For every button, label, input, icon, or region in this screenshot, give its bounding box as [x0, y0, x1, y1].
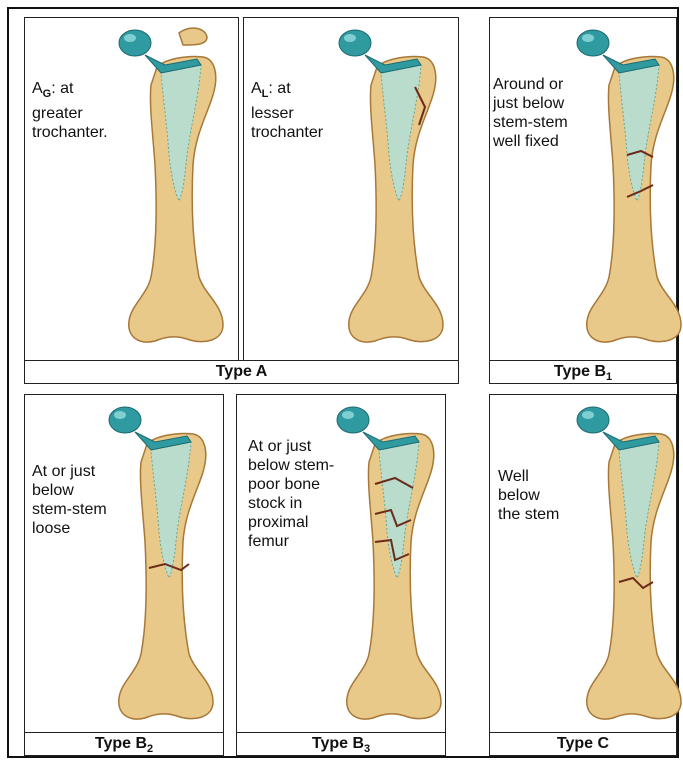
- femur-b3-illustration: [313, 392, 463, 732]
- label-al-main: A: [251, 80, 262, 97]
- caption-type-b1-text: Type B: [554, 363, 606, 380]
- femur-b1-illustration: [553, 15, 683, 355]
- prosthesis-head-highlight: [124, 34, 136, 42]
- caption-type-b2-sub: 2: [147, 743, 153, 755]
- caption-type-b1-sub: 1: [606, 371, 612, 383]
- caption-type-c: Type C: [489, 732, 677, 756]
- label-al: AL: at lesser trochanter: [251, 79, 323, 142]
- femur-c-illustration: [553, 392, 683, 732]
- label-b3: At or just below stem- poor bone stock i…: [248, 437, 334, 551]
- prosthesis-head: [577, 407, 609, 433]
- caption-type-b2: Type B2: [24, 732, 224, 756]
- prosthesis-head: [577, 30, 609, 56]
- prosthesis-head-highlight: [342, 411, 354, 419]
- trochanter-fragment: [179, 28, 207, 45]
- prosthesis-head: [337, 407, 369, 433]
- label-c: Well below the stem: [498, 467, 559, 524]
- label-ag-sub: G: [43, 88, 52, 100]
- caption-type-a: Type A: [24, 360, 459, 384]
- femur-ag-illustration: [95, 15, 245, 355]
- prosthesis-head-highlight: [114, 411, 126, 419]
- caption-type-b1: Type B1: [489, 360, 677, 384]
- caption-type-b2-text: Type B: [95, 735, 147, 752]
- femur-b2-illustration: [85, 392, 235, 732]
- caption-type-b3: Type B3: [236, 732, 446, 756]
- label-b2: At or just below stem-stem loose: [32, 462, 107, 538]
- label-b1: Around or just below stem-stem well fixe…: [493, 75, 568, 151]
- prosthesis-head: [109, 407, 141, 433]
- caption-type-a-text: Type A: [216, 363, 268, 380]
- prosthesis-head-highlight: [582, 34, 594, 42]
- label-ag-main: A: [32, 80, 43, 97]
- caption-type-b3-sub: 3: [364, 743, 370, 755]
- caption-type-c-text: Type C: [557, 735, 609, 752]
- prosthesis-head: [119, 30, 151, 56]
- femur-al-illustration: [315, 15, 465, 355]
- prosthesis-head-highlight: [582, 411, 594, 419]
- prosthesis-head: [339, 30, 371, 56]
- prosthesis-head-highlight: [344, 34, 356, 42]
- caption-type-b3-text: Type B: [312, 735, 364, 752]
- label-ag: AG: at greater trochanter.: [32, 79, 108, 142]
